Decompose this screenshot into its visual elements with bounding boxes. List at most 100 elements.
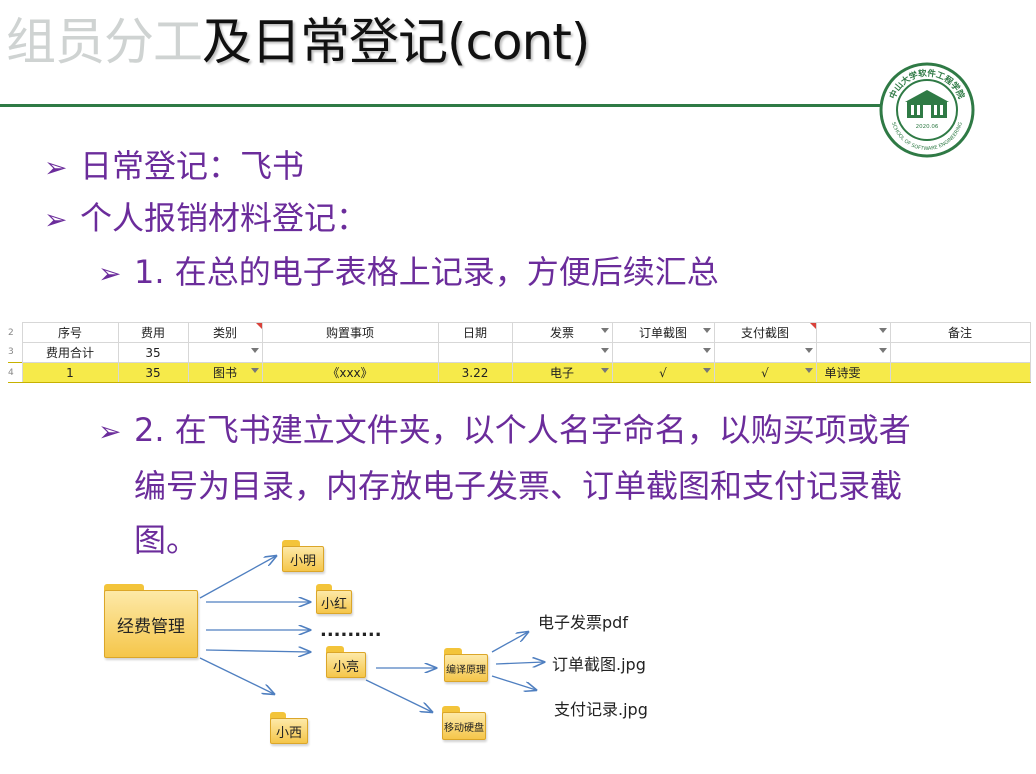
dropdown-arrow-icon[interactable]: [804, 348, 813, 353]
member-folder[interactable]: 小西: [270, 712, 308, 744]
folder-label: 小明: [282, 546, 324, 572]
comment-flag-icon: [255, 323, 261, 329]
item-folder[interactable]: 移动硬盘: [442, 706, 486, 740]
header-cell[interactable]: 备注: [889, 322, 1031, 343]
sub-bullet-number: 1.: [134, 253, 165, 291]
file-label[interactable]: 订单截图.jpg: [552, 655, 646, 674]
cell[interactable]: 费用合计: [21, 342, 119, 363]
row-number: 3: [8, 342, 22, 363]
sub-bullet-line: 图。: [134, 521, 199, 559]
folder-icon: [326, 646, 344, 654]
bullet-text: 日常登记：飞书: [80, 147, 305, 185]
cell[interactable]: [261, 342, 439, 363]
item-folder[interactable]: 编译原理: [444, 648, 488, 682]
cell[interactable]: [815, 342, 891, 363]
cell[interactable]: [611, 342, 715, 363]
sheet-header-row: 2 序号 费用 类别 购置事项 日期 发票 订单截图 支付截图 备注: [8, 322, 1031, 343]
cell[interactable]: 图书: [187, 362, 263, 383]
building-icon: [905, 90, 949, 118]
folder-label: 移动硬盘: [442, 712, 486, 740]
dropdown-arrow-icon[interactable]: [702, 328, 711, 333]
header-cell[interactable]: 类别: [187, 322, 263, 343]
header-cell[interactable]: [815, 322, 891, 343]
school-logo: 中山大学软件工程学院 SCHOOL OF SOFTWARE ENGINEERIN…: [879, 62, 975, 158]
dropdown-arrow-icon[interactable]: [878, 348, 887, 353]
folder-label: 小红: [316, 590, 352, 614]
cell[interactable]: [511, 342, 613, 363]
diagram-arrows: [199, 540, 1036, 774]
header-cell[interactable]: 发票: [511, 322, 613, 343]
folder-icon: [104, 584, 144, 592]
cell[interactable]: [187, 342, 263, 363]
arrow-to-file-3: [491, 675, 536, 690]
sub-bullet-2: ➢2. 在飞书建立文件夹，以个人名字命名，以购买项或者 编号为目录，内存放电子发…: [98, 403, 1028, 567]
member-folder[interactable]: 小红: [316, 584, 352, 614]
folder-structure-diagram: 经费管理 小明 小红 ......... 小亮 小西 编译原理 移动硬盘 电子发…: [0, 540, 1036, 774]
arrow-to-file-2: [495, 662, 544, 664]
title-divider: [0, 104, 885, 107]
folder-icon: [316, 584, 332, 592]
folder-icon: [444, 648, 462, 656]
folder-icon: [270, 712, 286, 720]
file-label[interactable]: 支付记录.jpg: [554, 700, 648, 719]
bullet-daily-log: ➢ 日常登记：飞书: [44, 146, 304, 188]
arrow-bullet-icon: ➢: [44, 203, 68, 236]
file-label[interactable]: 电子发票pdf: [538, 613, 628, 632]
sheet-data-row: 4 1 35 图书 《xxx》 3.22 电子 √ √ 单诗雯: [8, 362, 1031, 383]
sub-bullet-1: ➢ 1. 在总的电子表格上记录，方便后续汇总: [98, 245, 719, 301]
dropdown-arrow-icon[interactable]: [250, 368, 259, 373]
member-folder[interactable]: 小明: [282, 540, 324, 572]
cell[interactable]: 1: [21, 362, 119, 383]
dropdown-arrow-icon[interactable]: [804, 368, 813, 373]
dropdown-arrow-icon[interactable]: [600, 328, 609, 333]
cell[interactable]: [437, 342, 513, 363]
dropdown-arrow-icon[interactable]: [702, 368, 711, 373]
folder-icon: [442, 706, 460, 714]
cell[interactable]: 电子: [511, 362, 613, 383]
title-faded-part: 组员分工: [6, 13, 203, 71]
cell[interactable]: [889, 362, 1031, 383]
row-number: 4: [8, 362, 22, 383]
header-cell[interactable]: 序号: [21, 322, 119, 343]
sheet-summary-row: 3 费用合计 35: [8, 342, 1031, 363]
dropdown-arrow-icon[interactable]: [878, 328, 887, 333]
folder-label: 小亮: [326, 652, 366, 678]
cell[interactable]: √: [713, 362, 817, 383]
sub-bullet-text: 在总的电子表格上记录，方便后续汇总: [174, 253, 719, 291]
cell[interactable]: 35: [117, 342, 189, 363]
dropdown-arrow-icon[interactable]: [600, 348, 609, 353]
cell[interactable]: [889, 342, 1031, 363]
arrow-bullet-icon: ➢: [98, 257, 122, 290]
arrow-bullet-icon: ➢: [44, 151, 68, 184]
cell[interactable]: 3.22: [437, 362, 513, 383]
header-cell[interactable]: 订单截图: [611, 322, 715, 343]
folder-label: 编译原理: [444, 654, 488, 682]
ellipsis-label: .........: [320, 620, 382, 641]
arrow-to-subfolder-2: [365, 679, 432, 712]
folder-icon: [282, 540, 300, 548]
sub-bullet-line: 编号为目录，内存放电子发票、订单截图和支付记录截: [134, 467, 903, 505]
dropdown-arrow-icon[interactable]: [250, 348, 259, 353]
dropdown-arrow-icon[interactable]: [702, 348, 711, 353]
cell[interactable]: 35: [117, 362, 189, 383]
arrow-to-xiaoming: [199, 556, 276, 599]
folder-label: 小西: [270, 718, 308, 744]
header-cell[interactable]: 购置事项: [261, 322, 439, 343]
member-folder[interactable]: 小亮: [326, 646, 366, 678]
root-folder[interactable]: 经费管理: [104, 584, 198, 658]
header-cell[interactable]: 费用: [117, 322, 189, 343]
header-cell[interactable]: 支付截图: [713, 322, 817, 343]
cell[interactable]: [713, 342, 817, 363]
bullet-text: 个人报销材料登记：: [80, 199, 369, 237]
bullet-reimbursement: ➢ 个人报销材料登记：: [44, 198, 368, 240]
cell[interactable]: √: [611, 362, 715, 383]
folder-label: 经费管理: [104, 590, 198, 658]
dropdown-arrow-icon[interactable]: [600, 368, 609, 373]
slide-title: 组员分工及日常登记(cont): [6, 12, 590, 72]
header-cell[interactable]: 日期: [437, 322, 513, 343]
title-main-part: 及日常登记(cont): [202, 13, 590, 71]
comment-flag-icon: [809, 323, 815, 329]
cell[interactable]: 《xxx》: [261, 362, 439, 383]
arrow-bullet-icon: ➢: [98, 415, 122, 448]
cell[interactable]: 单诗雯: [815, 362, 891, 383]
